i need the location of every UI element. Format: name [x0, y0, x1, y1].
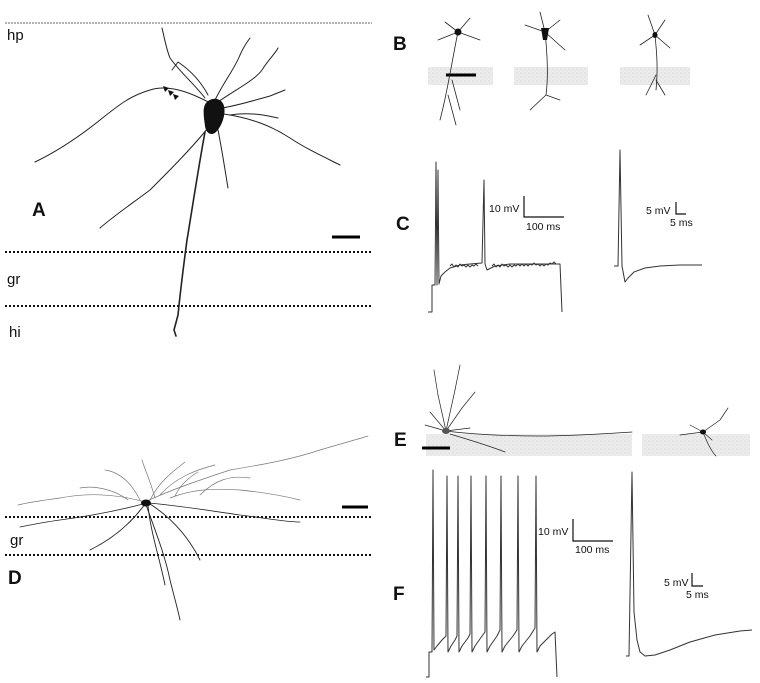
panel-a: hp gr hi A: [5, 22, 372, 341]
region-label-gr-d: gr: [10, 532, 23, 549]
arrowheads-a: [163, 86, 179, 100]
panel-label-a: A: [32, 200, 46, 221]
calibration-bar-c-right: [675, 202, 686, 215]
panel-b: B: [393, 11, 690, 126]
region-label-hp: hp: [7, 27, 24, 44]
granule-band-e1: [426, 434, 632, 456]
trace-f-train: [426, 469, 558, 678]
neuron-e2: [679, 407, 729, 457]
trace-c-spike: [614, 149, 702, 283]
trace-f-spike: [626, 471, 753, 657]
soma-a: [203, 98, 225, 134]
calibration-bar-f-right: [691, 573, 703, 587]
panel-label-e: E: [394, 430, 407, 451]
cal-f-left-t: 100 ms: [575, 544, 609, 556]
granule-band-e2: [642, 434, 750, 456]
cal-f-right-v: 5 mV: [664, 577, 689, 589]
panel-label-b: B: [393, 34, 407, 55]
cal-c-right-v: 5 mV: [646, 205, 671, 217]
panel-d: gr D: [5, 435, 372, 621]
soma-d: [141, 499, 151, 507]
neuron-a-reconstruction: [34, 27, 341, 337]
cal-c-right-t: 5 ms: [670, 217, 693, 229]
neuron-e1: [424, 364, 633, 453]
cal-f-left-v: 10 mV: [538, 526, 568, 538]
panel-e: E: [394, 364, 750, 457]
granule-band-b2: [514, 67, 588, 85]
neuron-b1: [437, 17, 481, 126]
granule-band-b3: [620, 67, 690, 85]
calibration-bar-f-left: [572, 519, 613, 542]
panel-label-d: D: [8, 568, 22, 589]
panel-label-f: F: [393, 584, 405, 605]
region-label-gr: gr: [7, 271, 20, 288]
neuron-b2: [524, 11, 566, 111]
cal-c-left-t: 100 ms: [526, 221, 560, 233]
region-label-hi: hi: [9, 324, 21, 341]
panel-c: C 10 mV 100 ms 5 mV 5 ms: [396, 149, 702, 313]
panel-f: F 10 mV 100 ms 5 mV 5 ms: [393, 469, 753, 678]
calibration-bar-c-left: [523, 196, 564, 218]
trace-c-train: [428, 161, 563, 313]
cal-c-left-v: 10 mV: [489, 203, 519, 215]
neuron-d-reconstruction: [17, 435, 369, 621]
panel-label-c: C: [396, 214, 410, 235]
neuron-b3: [639, 14, 671, 96]
cal-f-right-t: 5 ms: [686, 589, 709, 601]
